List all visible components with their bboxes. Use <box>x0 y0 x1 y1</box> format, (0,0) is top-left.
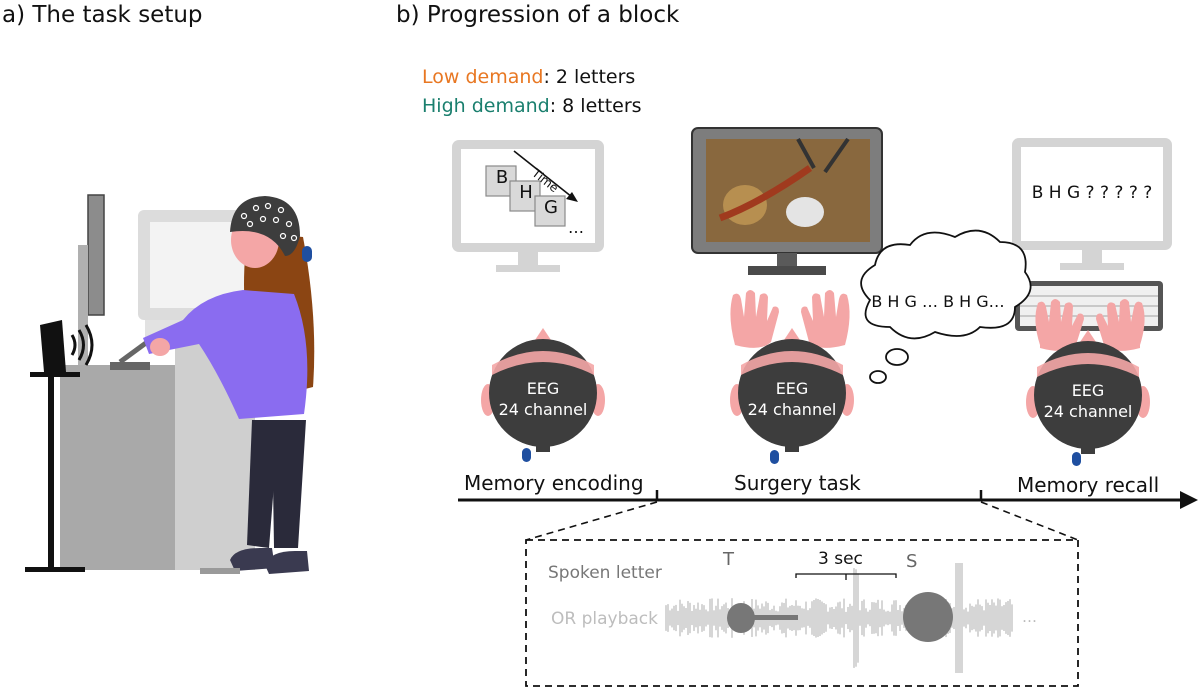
speaker-stand-pole <box>48 372 54 570</box>
recall-monitor-screen <box>1021 147 1163 241</box>
or-playback-label: OR playback <box>551 609 658 629</box>
letter-t-label: T <box>723 549 734 570</box>
shoe <box>265 551 309 574</box>
time-arrow <box>513 150 573 198</box>
surgical-tool <box>823 137 850 174</box>
eeg-headset <box>1034 341 1142 449</box>
encoding-monitor-neck <box>518 252 538 266</box>
speaker-stand-base <box>25 567 85 572</box>
surgical-tube <box>718 165 813 222</box>
zoom-line <box>525 501 658 541</box>
encoding-letter-1: B <box>495 167 509 188</box>
hands <box>730 290 1145 351</box>
speaker-icon <box>40 320 66 372</box>
leg-right <box>272 420 306 548</box>
speaker-stand-top <box>30 372 80 377</box>
eeg-label-line1: EEG <box>526 379 560 398</box>
leg-left <box>247 420 279 548</box>
eeg-headset <box>738 339 846 447</box>
spoken-letter-s-waveform <box>903 592 953 642</box>
surgical-object <box>786 197 824 227</box>
legend-high-value: : 8 letters <box>549 95 642 117</box>
eeg-label-line1: EEG <box>1071 381 1105 400</box>
legend-low-demand: Low demand: 2 letters <box>422 66 635 88</box>
eeg-head-label-encoding: EEG 24 channel <box>478 378 608 420</box>
thought-cloud <box>860 229 1032 340</box>
left-hand-icon <box>730 290 779 348</box>
time-arrow-head <box>566 192 578 202</box>
thought-bubble-text: B H G … B H G… <box>871 292 1005 311</box>
spoken-letter-t-tail <box>748 615 798 620</box>
surgery-monitor-base <box>748 266 826 275</box>
sound-wave-icon <box>77 329 85 361</box>
eeg-head-label-surgery: EEG 24 channel <box>727 378 857 420</box>
letter-s-label: S <box>906 551 918 572</box>
interval-label: 3 sec <box>818 549 863 569</box>
spoken-letter-label: Spoken letter <box>548 563 662 583</box>
panel-b-title: b) Progression of a block <box>396 2 680 28</box>
shoe <box>230 548 275 571</box>
eeg-cap <box>230 196 300 256</box>
eeg-head-label-recall: EEG 24 channel <box>1023 380 1153 422</box>
vertical-display <box>87 194 105 316</box>
bluetooth-icon <box>302 246 312 262</box>
bluetooth-icon <box>770 450 779 464</box>
encoding-ellipsis: … <box>568 218 584 237</box>
hand-control-arm <box>118 337 152 365</box>
legend-high-demand: High demand: 8 letters <box>422 95 642 117</box>
sound-wave-icon <box>84 324 94 366</box>
recall-screen-text: B H G ? ? ? ? ? <box>1031 183 1153 203</box>
bluetooth-icon <box>522 448 531 462</box>
phase-memory-recall: Memory recall <box>1017 473 1160 497</box>
timeline-arrow-head <box>1180 491 1198 509</box>
shirt <box>143 290 308 419</box>
legend-high-label: High demand <box>422 95 550 117</box>
eeg-head-recall <box>1026 330 1150 466</box>
encoding-monitor-base <box>496 265 560 272</box>
letter-card <box>534 195 566 227</box>
surgery-monitor <box>691 127 883 275</box>
eeg-label-line2: 24 channel <box>1043 402 1133 421</box>
recall-monitor-neck <box>1082 250 1102 264</box>
encoding-monitor <box>452 140 604 272</box>
encoding-letter-2: H <box>519 182 533 203</box>
eeg-label-line2: 24 channel <box>498 400 588 419</box>
hand <box>150 338 170 356</box>
zoom-line <box>980 501 1079 541</box>
recall-monitor <box>1012 138 1172 331</box>
audio-inset <box>525 539 1079 687</box>
surgery-monitor-neck <box>777 253 797 267</box>
eeg-label-line1: EEG <box>775 379 809 398</box>
timeline <box>458 490 1198 541</box>
eeg-label-line2: 24 channel <box>747 400 837 419</box>
phase-surgery-task: Surgery task <box>734 471 861 495</box>
left-hand-icon <box>1035 299 1084 351</box>
recall-monitor-base <box>1060 263 1124 270</box>
legend-low-label: Low demand <box>422 66 544 88</box>
right-hand-icon <box>1096 299 1145 351</box>
surgical-tool <box>796 138 816 169</box>
thought-bubble <box>860 229 1032 384</box>
panel-a-title: a) The task setup <box>2 2 203 28</box>
task-setup-illustration <box>25 194 315 574</box>
vertical-display-stand <box>78 245 88 365</box>
right-hand-icon <box>801 290 850 348</box>
console-left <box>60 365 180 570</box>
eeg-headset <box>489 339 597 447</box>
spoken-letter-t-waveform <box>727 603 755 633</box>
hand-control <box>110 362 150 370</box>
waveform-ellipsis: … <box>1022 608 1037 626</box>
foot-pedal <box>200 568 240 574</box>
eeg-head-surgery <box>730 328 854 464</box>
phase-memory-encoding: Memory encoding <box>464 471 644 495</box>
legend-low-value: : 2 letters <box>543 66 636 88</box>
encoding-letter-3: G <box>544 197 558 218</box>
or-playback-waveform <box>665 563 1013 673</box>
sound-wave-icon <box>70 334 77 356</box>
eeg-head-encoding <box>481 328 605 462</box>
audio-inset-frame <box>525 539 1079 687</box>
bluetooth-icon <box>1072 452 1081 466</box>
